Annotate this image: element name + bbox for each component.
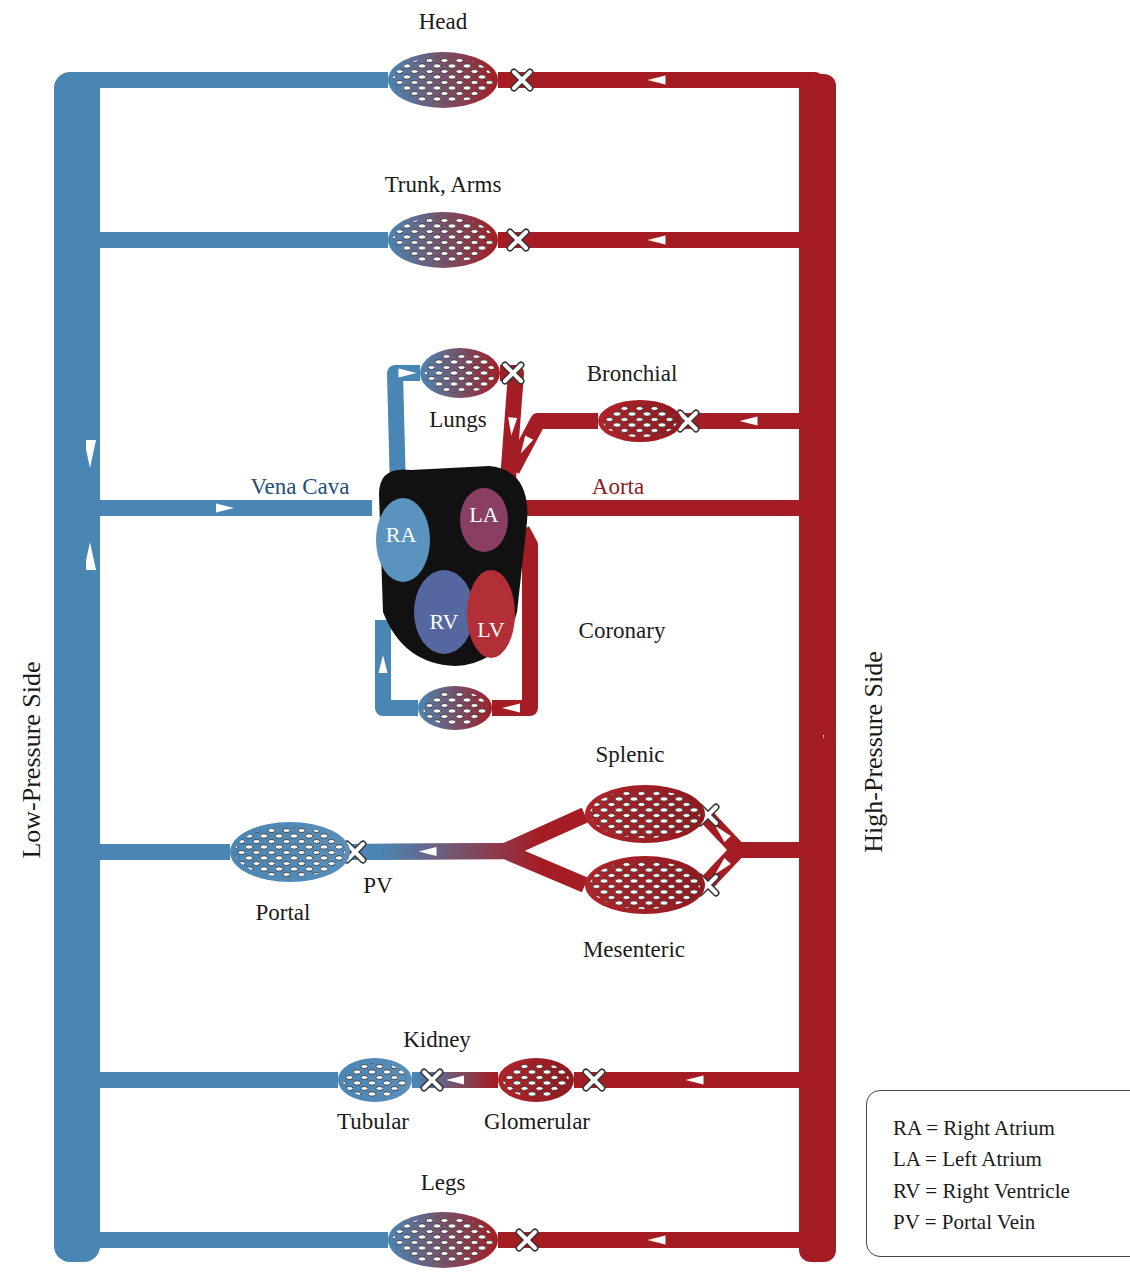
capillary-bed: Glomerular	[498, 1058, 574, 1102]
bed-shape	[420, 348, 500, 398]
arrowhead	[715, 826, 731, 842]
bed-label: Trunk, Arms	[385, 172, 502, 197]
blood-vessel	[520, 508, 815, 1085]
vessel-label: Kidney	[403, 1027, 471, 1052]
bed-shape	[230, 822, 350, 882]
sphincter-x	[586, 1072, 602, 1088]
sphincter-x	[519, 1232, 535, 1248]
arrowhead	[399, 369, 417, 378]
arrowhead	[521, 435, 533, 453]
sphincter-x	[514, 72, 530, 88]
vessel-line	[412, 1072, 498, 1088]
capillary-bed: Splenic	[585, 785, 705, 843]
flow-arrows	[84, 440, 824, 760]
capillary-bed: Legs	[388, 1212, 498, 1268]
blood-vessel	[512, 421, 598, 470]
arrowhead	[740, 417, 758, 426]
vessel-label: PV	[363, 873, 392, 898]
vessel-line	[520, 508, 815, 850]
bed-label: Legs	[421, 1170, 466, 1195]
arrowhead	[715, 858, 731, 874]
legend-text: RA = Right Atrium	[893, 1117, 1055, 1140]
arrowhead	[216, 504, 234, 513]
bed-label: Mesenteric	[583, 937, 685, 962]
bed-shape	[418, 686, 492, 730]
arrowhead	[446, 1076, 464, 1085]
vessel-line	[78, 240, 388, 508]
blood-vessel	[498, 236, 815, 509]
bed-shape	[388, 1212, 498, 1268]
arrowhead	[686, 1076, 704, 1085]
capillary-bed: Head	[388, 52, 498, 108]
sphincter-x	[505, 365, 521, 381]
capillary-bed: Trunk, Arms	[388, 212, 498, 268]
side-label: Low-Pressure Side	[18, 661, 47, 858]
sphincter-x	[424, 1072, 440, 1088]
capillary-bed: Tubular	[338, 1058, 412, 1102]
bed-label: Head	[419, 9, 468, 34]
legend-text: RV = Right Ventricle	[893, 1180, 1070, 1203]
vessel-line	[512, 421, 598, 470]
blood-vessel	[498, 76, 815, 509]
bed-label: Lungs	[429, 407, 487, 432]
vessel-label: Aorta	[592, 474, 644, 499]
arrowhead	[648, 76, 666, 85]
bed-shape	[598, 400, 682, 442]
arrowhead	[502, 704, 520, 713]
blood-vessel	[78, 240, 388, 513]
sphincter-x	[510, 232, 526, 248]
capillary-bed: Portal	[230, 822, 350, 882]
bed-label: Bronchial	[587, 361, 678, 386]
arrowhead	[379, 655, 388, 673]
chamber-label: RA	[386, 523, 417, 547]
bed-shape	[498, 1058, 574, 1102]
blood-vessel	[78, 504, 372, 853]
heart-shape	[365, 462, 535, 667]
arrowhead	[508, 417, 517, 435]
capillary-bed: Lungs	[420, 348, 500, 398]
bed-label: Glomerular	[484, 1109, 590, 1134]
bed-label: Tubular	[337, 1109, 409, 1134]
vessel-line	[498, 240, 815, 508]
arrowhead	[419, 847, 437, 856]
vessel-line	[498, 80, 815, 508]
legend-text: PV = Portal Vein	[893, 1211, 1035, 1234]
bed-label: Coronary	[579, 618, 666, 643]
vessel-line	[78, 80, 388, 508]
bed-shape	[338, 1058, 412, 1102]
bed-shape	[388, 52, 498, 108]
side-label: High-Pressure Side	[860, 651, 889, 852]
vessel-label: Vena Cava	[251, 474, 350, 499]
bed-label: Portal	[256, 900, 311, 925]
vessel-line	[78, 508, 372, 852]
capillary-bed: Bronchial	[598, 400, 682, 442]
capillary-bed: Coronary	[418, 686, 492, 730]
blood-vessel	[78, 504, 372, 1081]
chamber-label: LA	[469, 503, 498, 527]
heart: RA LA RV LV	[365, 462, 535, 667]
bed-shape	[585, 856, 705, 914]
legend-text: LA = Left Atrium	[893, 1148, 1042, 1171]
blood-vessel	[78, 80, 388, 513]
vessel-line	[520, 508, 815, 1080]
chamber-label: LV	[477, 618, 504, 642]
bed-shape	[388, 212, 498, 268]
blood-vessel	[520, 508, 815, 850]
vessel-line	[78, 508, 372, 1080]
bed-label: Splenic	[596, 742, 665, 767]
capillary-bed: Mesenteric	[585, 856, 705, 914]
bed-shape	[585, 785, 705, 843]
sphincter-x	[680, 413, 696, 429]
arrowhead	[648, 236, 666, 245]
chamber-label: RV	[430, 610, 459, 634]
arrowhead	[648, 1236, 666, 1245]
